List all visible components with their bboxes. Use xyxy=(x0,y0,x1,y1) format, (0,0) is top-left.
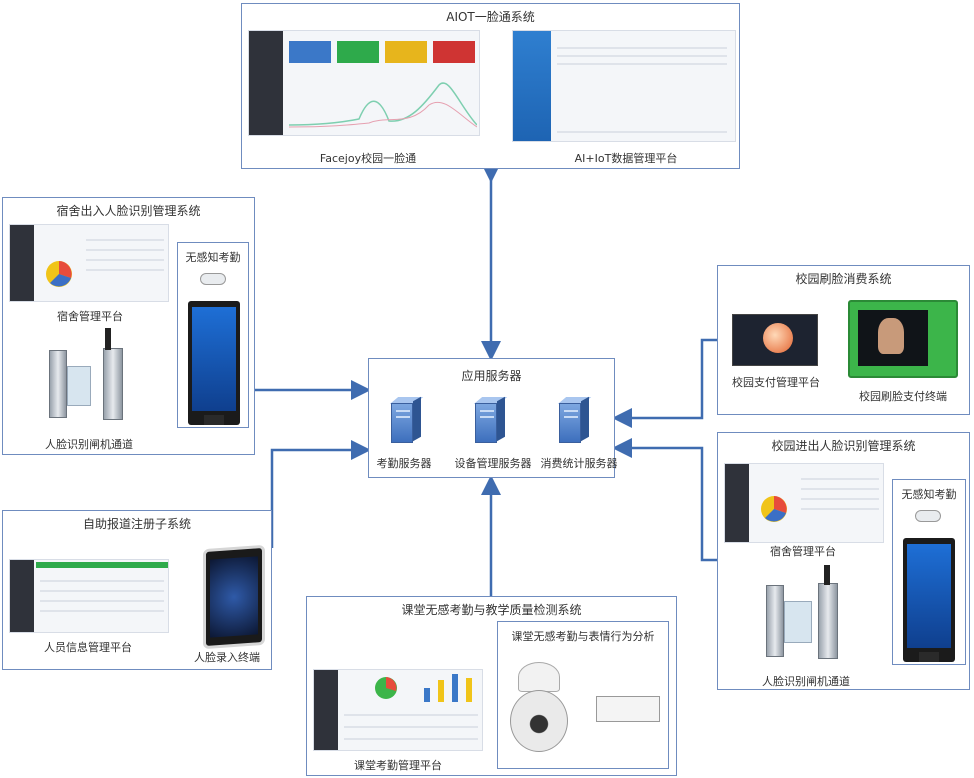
payment-platform-caption: 校园支付管理平台 xyxy=(732,376,820,389)
dorm-gate-caption: 人脸识别闸机通道 xyxy=(45,438,133,451)
dorm-platform-screenshot xyxy=(9,224,169,302)
face-gate-right xyxy=(103,348,123,420)
campus-platform-caption: 宿舍管理平台 xyxy=(770,545,836,558)
campus-face-scanner xyxy=(824,565,830,585)
campus-gate-caption: 人脸识别闸机通道 xyxy=(762,675,850,688)
classroom-analysis-title: 课堂无感考勤与表情行为分析 xyxy=(511,630,655,643)
server-label-consumption: 消费统计服务器 xyxy=(540,457,618,470)
server-label-attendance: 考勤服务器 xyxy=(376,457,432,470)
face-enroll-terminal xyxy=(203,544,265,650)
dorm-platform-caption: 宿舍管理平台 xyxy=(57,310,123,323)
arrow-register-server xyxy=(270,440,371,548)
facejoy-dashboard-screenshot xyxy=(248,30,480,136)
aiot-platform-caption: AI+IoT数据管理平台 xyxy=(574,152,678,165)
ptz-camera-icon xyxy=(510,662,568,762)
camera-icon xyxy=(915,510,941,522)
classroom-platform-screenshot xyxy=(313,669,483,751)
device-server-icon xyxy=(473,396,508,443)
aiot-title: AIOT一脸通系统 xyxy=(446,10,535,24)
face-pay-terminal-caption: 校园刷脸支付终端 xyxy=(859,390,947,403)
classroom-analysis-box: 课堂无感考勤与表情行为分析 xyxy=(497,621,669,769)
dorm-kiosk-title: 无感知考勤 xyxy=(185,251,241,264)
campus-kiosk-title: 无感知考勤 xyxy=(901,488,957,501)
campus-platform-screenshot xyxy=(724,463,884,543)
payment-platform-screenshot xyxy=(732,314,818,366)
attendance-server-icon xyxy=(389,396,424,443)
consumption-server-icon xyxy=(557,396,592,443)
register-title: 自助报道注册子系统 xyxy=(82,517,191,531)
aiot-system-box: AIOT一脸通系统 Facejoy校园一脸通 AI+IoT数据管理平台 xyxy=(241,3,740,169)
aiot-data-platform-screenshot xyxy=(512,30,736,142)
face-pay-terminal xyxy=(848,300,958,378)
server-title: 应用服务器 xyxy=(461,369,522,383)
campus-gate-left xyxy=(766,585,784,657)
dorm-system-box: 宿舍出入人脸识别管理系统 宿舍管理平台 人脸识别闸机通道 无感知考勤 xyxy=(2,197,255,455)
app-server-box: 应用服务器 考勤服务器 设备管理服务器 消费统计服务器 xyxy=(368,358,618,478)
classroom-platform-caption: 课堂考勤管理平台 xyxy=(354,759,442,772)
campus-attendance-kiosk xyxy=(903,538,955,662)
campus-kiosk-box: 无感知考勤 xyxy=(892,479,966,665)
face-gate-left xyxy=(49,350,67,418)
consumption-system-box: 校园刷脸消费系统 校园支付管理平台 校园刷脸支付终端 xyxy=(717,265,970,415)
personnel-platform-screenshot xyxy=(9,559,169,633)
server-label-device: 设备管理服务器 xyxy=(454,457,532,470)
classroom-system-box: 课堂无感考勤与教学质量检测系统 课堂考勤管理平台 课堂无感考勤与表情行为分析 xyxy=(306,596,677,776)
campus-system-box: 校园进出人脸识别管理系统 宿舍管理平台 人脸识别闸机通道 无感知考勤 xyxy=(717,432,970,690)
dorm-title: 宿舍出入人脸识别管理系统 xyxy=(56,204,201,218)
dorm-attendance-kiosk xyxy=(188,301,240,425)
face-scanner-post xyxy=(105,328,111,350)
consume-title: 校园刷脸消费系统 xyxy=(795,272,892,286)
classroom-title: 课堂无感考勤与教学质量检测系统 xyxy=(401,603,582,617)
face-enroll-caption: 人脸录入终端 xyxy=(194,651,260,664)
campus-title: 校园进出人脸识别管理系统 xyxy=(771,439,916,453)
camera-icon xyxy=(200,273,226,285)
dorm-kiosk-box: 无感知考勤 xyxy=(177,242,249,428)
arrow-consume-server xyxy=(612,338,717,428)
campus-gate-right xyxy=(818,583,838,659)
facejoy-caption: Facejoy校园一脸通 xyxy=(319,152,417,165)
personnel-platform-caption: 人员信息管理平台 xyxy=(44,641,132,654)
arrow-campus-server xyxy=(612,438,717,562)
edge-box-device xyxy=(596,696,660,722)
register-system-box: 自助报道注册子系统 人员信息管理平台 人脸录入终端 xyxy=(2,510,272,670)
